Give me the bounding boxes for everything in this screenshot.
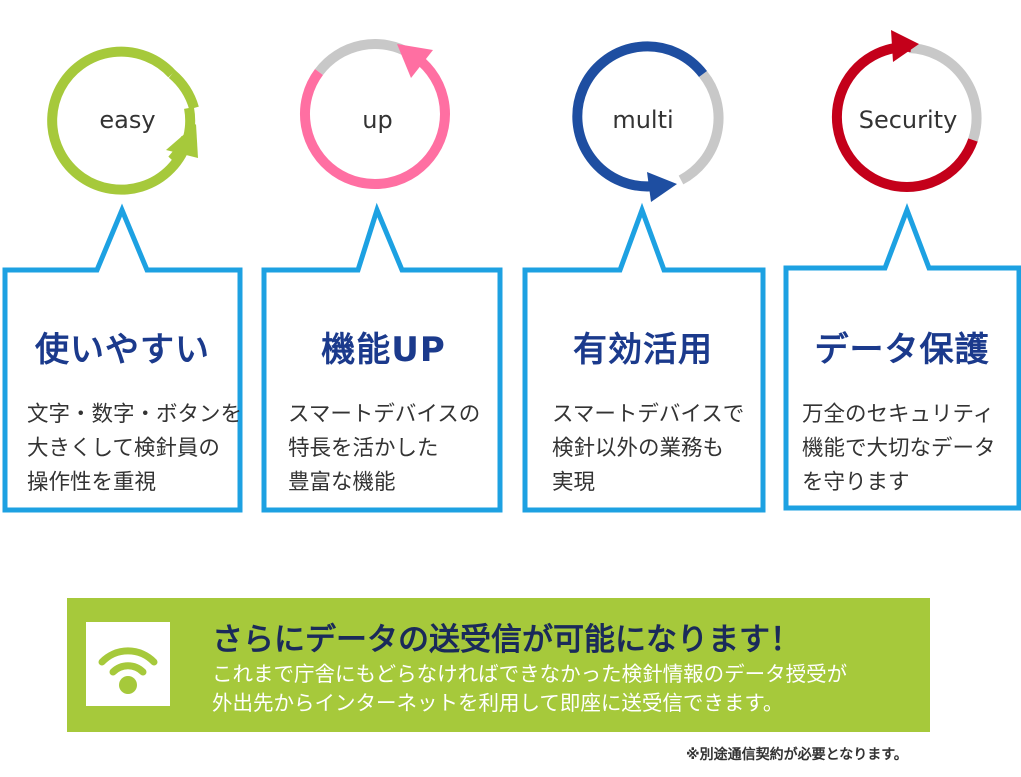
feature-description-easy: 文字・数字・ボタンを 大きくして検針員の 操作性を重視 bbox=[27, 402, 243, 495]
feature-description-security: 万全のセキュリティ 機能で大切なデータ を守ります bbox=[802, 402, 996, 495]
footnote: ※別途通信契約が必要となります。 bbox=[686, 747, 908, 763]
feature-description-up: スマートデバイスの 特長を活かした 豊富な機能 bbox=[288, 402, 481, 495]
security-ring-icon bbox=[783, 30, 1021, 511]
ring-label-multi: multi bbox=[612, 106, 674, 134]
feature-title-up: 機能UP bbox=[321, 330, 446, 370]
multi-ring-icon bbox=[522, 41, 766, 513]
feature-title-multi: 有効活用 bbox=[573, 330, 713, 370]
feature-easy: easy 使いやすい 文字・数字・ボタンを 大きくして検針員の 操作性を重視 bbox=[0, 0, 255, 520]
banner-headline: さらにデータの送受信が可能になります！ bbox=[212, 622, 801, 658]
wifi-icon bbox=[86, 622, 170, 706]
ring-label-easy: easy bbox=[99, 106, 156, 134]
feature-up: up 機能UP スマートデバイスの 特長を活かした 豊富な機能 bbox=[261, 0, 516, 520]
ring-label-security: Security bbox=[858, 106, 958, 134]
feature-security: Security データ保護 万全のセキュリティ 機能で大切なデータ を守ります bbox=[783, 0, 1021, 520]
ring-label-up: up bbox=[362, 106, 393, 134]
feature-multi: multi 有効活用 スマートデバイスで 検針以外の業務も 実現 bbox=[522, 0, 778, 520]
feature-title-security: データ保護 bbox=[814, 330, 990, 370]
info-banner: さらにデータの送受信が可能になります！ これまで庁舎にもどらなければできなかった… bbox=[67, 598, 930, 732]
feature-description-multi: スマートデバイスで 検針以外の業務も 実現 bbox=[552, 402, 745, 495]
easy-ring-icon bbox=[2, 46, 243, 513]
up-ring-icon bbox=[261, 39, 503, 513]
feature-title-easy: 使いやすい bbox=[35, 330, 210, 370]
banner-body: これまで庁舎にもどらなければできなかった検針情報のデータ授受が 外出先からインタ… bbox=[212, 662, 848, 715]
